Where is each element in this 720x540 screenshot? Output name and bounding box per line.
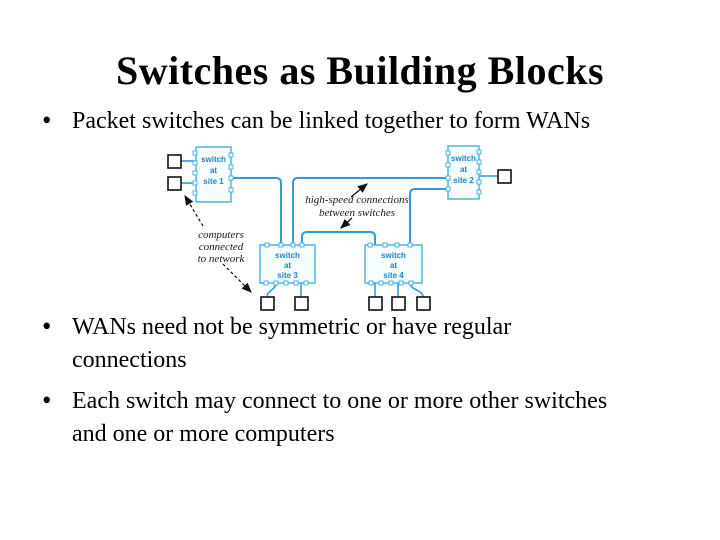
link-site2-site4 bbox=[409, 188, 448, 245]
annotation-dashed-arrow bbox=[184, 194, 204, 227]
bullet-text: connections bbox=[72, 347, 187, 373]
computer-node bbox=[294, 296, 309, 311]
annotation-text-line: to network bbox=[198, 253, 246, 265]
bullet-list-top: • Packet switches can be linked together… bbox=[0, 105, 716, 138]
bullet-text: Each switch may connect to one or more o… bbox=[72, 388, 608, 414]
switch-label-line: at bbox=[460, 165, 467, 174]
switch-label-line: site 1 bbox=[203, 177, 224, 186]
bullet-marker: • bbox=[42, 385, 52, 415]
switch-label-line: site 2 bbox=[453, 176, 474, 185]
switch-label-line: switch bbox=[275, 251, 300, 260]
bullet-list-bottom: • WANs need not be symmetric or have reg… bbox=[0, 311, 716, 451]
computer-node bbox=[497, 169, 512, 184]
computer-node bbox=[167, 176, 182, 191]
bullet-marker: • bbox=[42, 105, 52, 135]
switch-box bbox=[259, 244, 316, 284]
annotation-arrow bbox=[340, 217, 353, 229]
computer-node bbox=[368, 296, 383, 311]
switch-label-line: site 3 bbox=[277, 271, 298, 280]
bullet-item: • WANs need not be symmetric or have reg… bbox=[0, 311, 716, 377]
link-site3-site4 bbox=[301, 231, 376, 245]
annotation-text-line: between switches bbox=[319, 207, 395, 219]
computer-node bbox=[416, 296, 431, 311]
annotation-text-line: computers bbox=[198, 229, 244, 241]
switch-label-line: switch bbox=[201, 155, 226, 164]
computer-node bbox=[260, 296, 275, 311]
link-site2-site3 bbox=[292, 177, 448, 245]
connector-stubs bbox=[263, 242, 309, 286]
switch-label-line: switch bbox=[451, 154, 476, 163]
connector-stubs bbox=[367, 242, 414, 286]
switch-label-line: at bbox=[284, 261, 291, 270]
annotation-arrow bbox=[350, 183, 368, 198]
bullet-item: • Each switch may connect to one or more… bbox=[0, 385, 716, 451]
computer-node bbox=[167, 154, 182, 169]
annotation-text-line: high-speed connections bbox=[305, 194, 409, 206]
wan-network-diagram: switch at site 1 switch at site 2 bbox=[150, 140, 530, 315]
bullet-text: WANs need not be symmetric or have regul… bbox=[72, 314, 512, 340]
connector-stubs bbox=[445, 149, 482, 195]
bullet-text: Packet switches can be linked together t… bbox=[72, 108, 591, 134]
switch-site-3: switch at site 3 bbox=[259, 242, 316, 286]
switch-label-line: site 4 bbox=[383, 271, 404, 280]
annotation-computers: computers connected to network bbox=[184, 194, 252, 293]
switch-label-line: at bbox=[390, 261, 397, 270]
connector-stubs bbox=[192, 150, 234, 196]
switch-label-line: at bbox=[210, 166, 217, 175]
switch-links bbox=[231, 177, 448, 245]
bullet-text: and one or more computers bbox=[72, 421, 335, 447]
network-diagram-canvas: switch at site 1 switch at site 2 bbox=[167, 145, 512, 311]
switch-box bbox=[195, 146, 232, 203]
switch-box bbox=[364, 244, 423, 284]
annotation-dashed-arrow bbox=[222, 263, 252, 293]
bullet-marker: • bbox=[42, 311, 52, 341]
switch-label-line: switch bbox=[381, 251, 406, 260]
switch-site-2: switch at site 2 bbox=[445, 145, 482, 200]
slide-title: Switches as Building Blocks bbox=[115, 47, 605, 93]
switch-site-1: switch at site 1 bbox=[192, 146, 234, 203]
computers bbox=[167, 154, 512, 311]
annotation-text-line: connected bbox=[199, 241, 244, 253]
switch-site-4: switch at site 4 bbox=[364, 242, 423, 286]
computer-node bbox=[391, 296, 406, 311]
bullet-item: • Packet switches can be linked together… bbox=[0, 105, 716, 138]
link-site1-site3 bbox=[231, 177, 282, 245]
annotation-high-speed: high-speed connections between switches bbox=[305, 183, 409, 229]
